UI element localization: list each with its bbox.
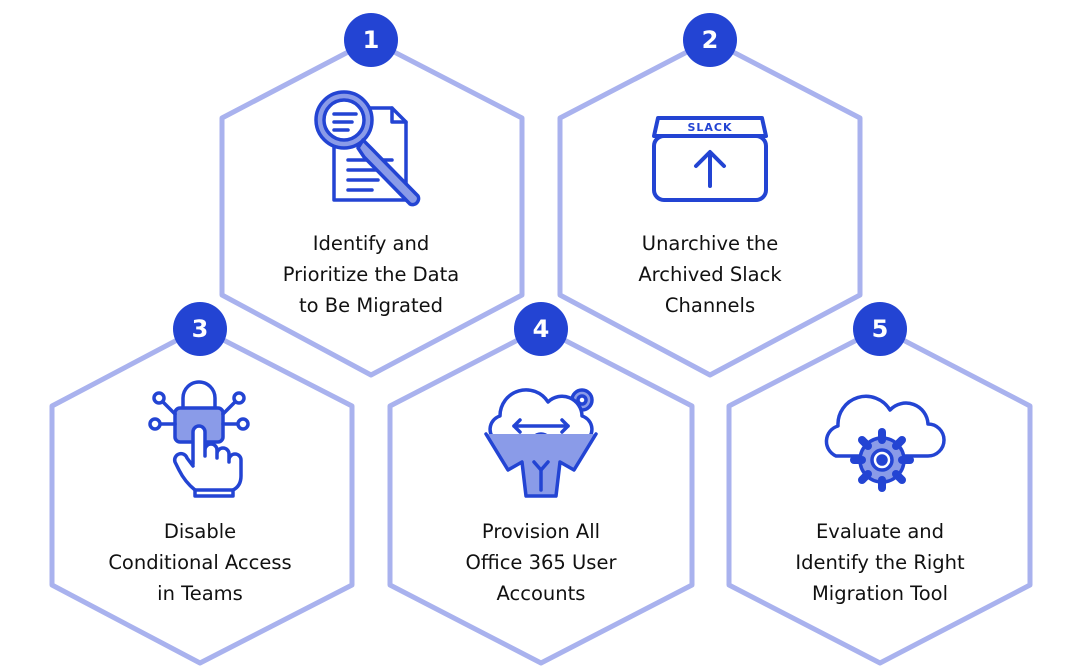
step-4-number-badge: 4 — [514, 302, 568, 356]
hexagon-step-2 — [557, 37, 863, 378]
slack-box-text: SLACK — [687, 121, 732, 134]
hexagon-step-1 — [219, 37, 525, 378]
step-2-label: Unarchive the Archived Slack Channels — [638, 232, 782, 317]
hexagon-step-5 — [726, 325, 1033, 666]
step-5-label: Evaluate and Identify the Right Migratio… — [795, 520, 965, 605]
hexagon-step-4 — [387, 325, 695, 666]
step-4-label: Provision All Office 365 User Accounts — [465, 520, 617, 605]
step-3-number-badge: 3 — [173, 302, 227, 356]
step-3-label: Disable Conditional Access in Teams — [108, 520, 292, 605]
step-1-label: Identify and Prioritize the Data to Be M… — [282, 232, 460, 317]
step-2-number-badge: 2 — [683, 13, 737, 67]
slack-archive-box-icon: SLACK — [652, 116, 768, 202]
cloud-gear-icon — [824, 394, 946, 492]
step-1-number-badge: 1 — [344, 13, 398, 67]
hand-lock-icon — [148, 380, 250, 498]
document-magnifier-icon — [314, 90, 421, 207]
step-5-number-badge: 5 — [853, 302, 907, 356]
user-cloud-provision-icon — [484, 388, 598, 498]
hexagon-step-3 — [49, 325, 355, 666]
